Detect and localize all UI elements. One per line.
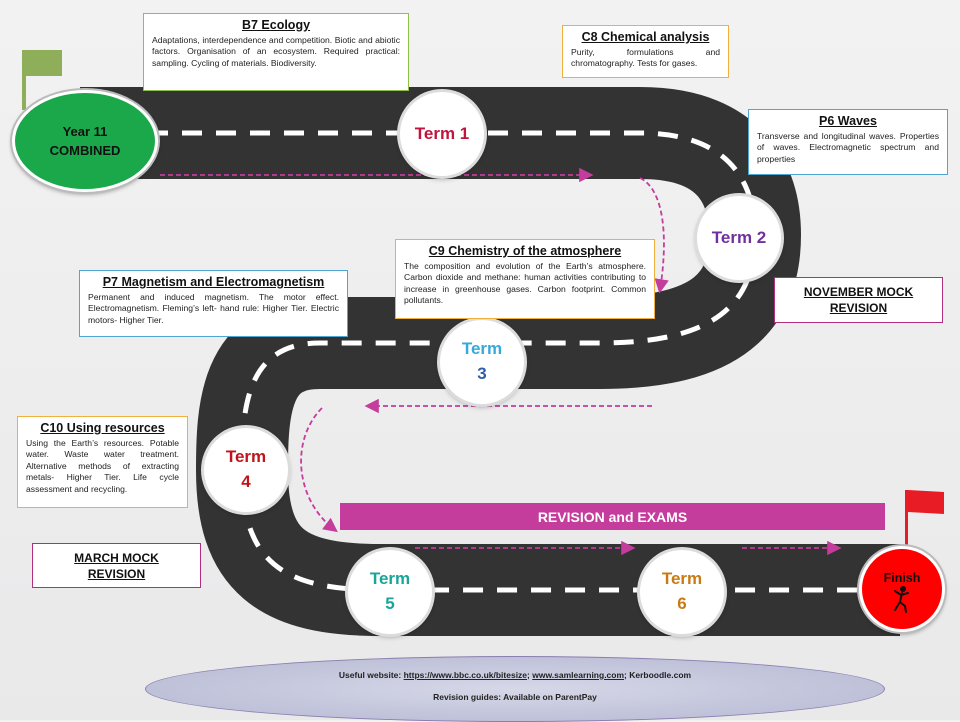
- direction-arrow-4: [300, 407, 338, 533]
- term-5-line2: 5: [385, 594, 395, 613]
- topic-b7: B7 Ecology Adaptations, interdependence …: [143, 13, 409, 91]
- flag-icon: [22, 50, 62, 110]
- term-5-marker: Term 5: [348, 550, 432, 634]
- topic-c8: C8 Chemical analysis Purity, formulation…: [562, 25, 729, 78]
- footer-line2: Revision guides: Available on ParentPay: [433, 692, 597, 702]
- footer-ellipse: Useful website: https://www.bbc.co.uk/bi…: [145, 656, 885, 722]
- footer-line1: Useful website: https://www.bbc.co.uk/bi…: [146, 670, 884, 680]
- bbc-bitesize-link[interactable]: https://www.bbc.co.uk/bitesize: [403, 670, 528, 680]
- direction-arrow-2: [639, 177, 669, 294]
- term-3-line1: Term: [461, 339, 503, 359]
- start-line2: COMBINED: [49, 143, 121, 158]
- start-badge: Year 11 COMBINED: [12, 90, 158, 192]
- topic-c8-text: Purity, formulations and chromatography.…: [571, 47, 720, 69]
- term-4-marker: Term 4: [204, 428, 288, 512]
- term-2-marker: Term 2: [697, 196, 781, 280]
- topic-b7-title: B7 Ecology: [241, 18, 311, 32]
- topic-p6-text: Transverse and longitudinal waves. Prope…: [757, 131, 939, 164]
- topic-p6: P6 Waves Transverse and longitudinal wav…: [748, 109, 948, 175]
- november-mock-box: NOVEMBER MOCK REVISION: [774, 277, 943, 323]
- term-4-line2: 4: [241, 472, 251, 491]
- march-mock-line1: MARCH MOCK: [74, 551, 159, 565]
- topic-p7-text: Permanent and induced magnetism. The mot…: [88, 292, 339, 325]
- term-2-label: Term 2: [711, 227, 767, 247]
- topic-c9-text: The composition and evolution of the Ear…: [404, 261, 646, 306]
- footer-sep: ;: [527, 670, 533, 680]
- topic-p7: P7 Magnetism and Electromagnetism Perman…: [79, 270, 348, 337]
- finish-badge: Finish: [859, 546, 945, 632]
- term-6-line1: Term: [661, 569, 703, 589]
- topic-c9: C9 Chemistry of the atmosphere The compo…: [395, 239, 655, 319]
- november-mock-line2: REVISION: [829, 301, 888, 316]
- footer-suffix: ; Kerboodle.com: [624, 670, 692, 680]
- topic-c10-title: C10 Using resources: [40, 421, 165, 435]
- finish-label: Finish: [883, 571, 921, 585]
- term-1-label: Term 1: [414, 123, 470, 143]
- topic-p7-title: P7 Magnetism and Electromagnetism: [102, 275, 325, 289]
- runner-icon: [894, 586, 909, 613]
- term-3-marker: Term 3: [440, 320, 524, 404]
- term-1-marker: Term 1: [400, 92, 484, 176]
- topic-c10-text: Using the Earth’s resources. Potable wat…: [26, 438, 179, 494]
- topic-c8-title: C8 Chemical analysis: [581, 30, 710, 44]
- march-mock-line2: REVISION: [87, 567, 146, 582]
- topic-c10: C10 Using resources Using the Earth’s re…: [17, 416, 188, 508]
- term-6-marker: Term 6: [640, 550, 724, 634]
- footer-prefix: Useful website:: [338, 670, 404, 680]
- term-3-line2: 3: [477, 364, 487, 383]
- term-6-line2: 6: [677, 594, 687, 613]
- march-mock-box: MARCH MOCK REVISION: [32, 543, 201, 588]
- revision-exams-banner: REVISION and EXAMS: [340, 503, 885, 530]
- finish-flag-icon: [905, 490, 944, 552]
- samlearning-link[interactable]: www.samlearning.com: [532, 670, 625, 680]
- start-line1: Year 11: [62, 123, 108, 139]
- topic-p6-title: P6 Waves: [819, 114, 877, 128]
- november-mock-line1: NOVEMBER MOCK: [803, 285, 914, 299]
- topic-c9-title: C9 Chemistry of the atmosphere: [428, 244, 622, 258]
- term-5-line1: Term: [369, 569, 411, 589]
- topic-b7-text: Adaptations, interdependence and competi…: [152, 35, 400, 68]
- term-4-line1: Term: [225, 447, 267, 467]
